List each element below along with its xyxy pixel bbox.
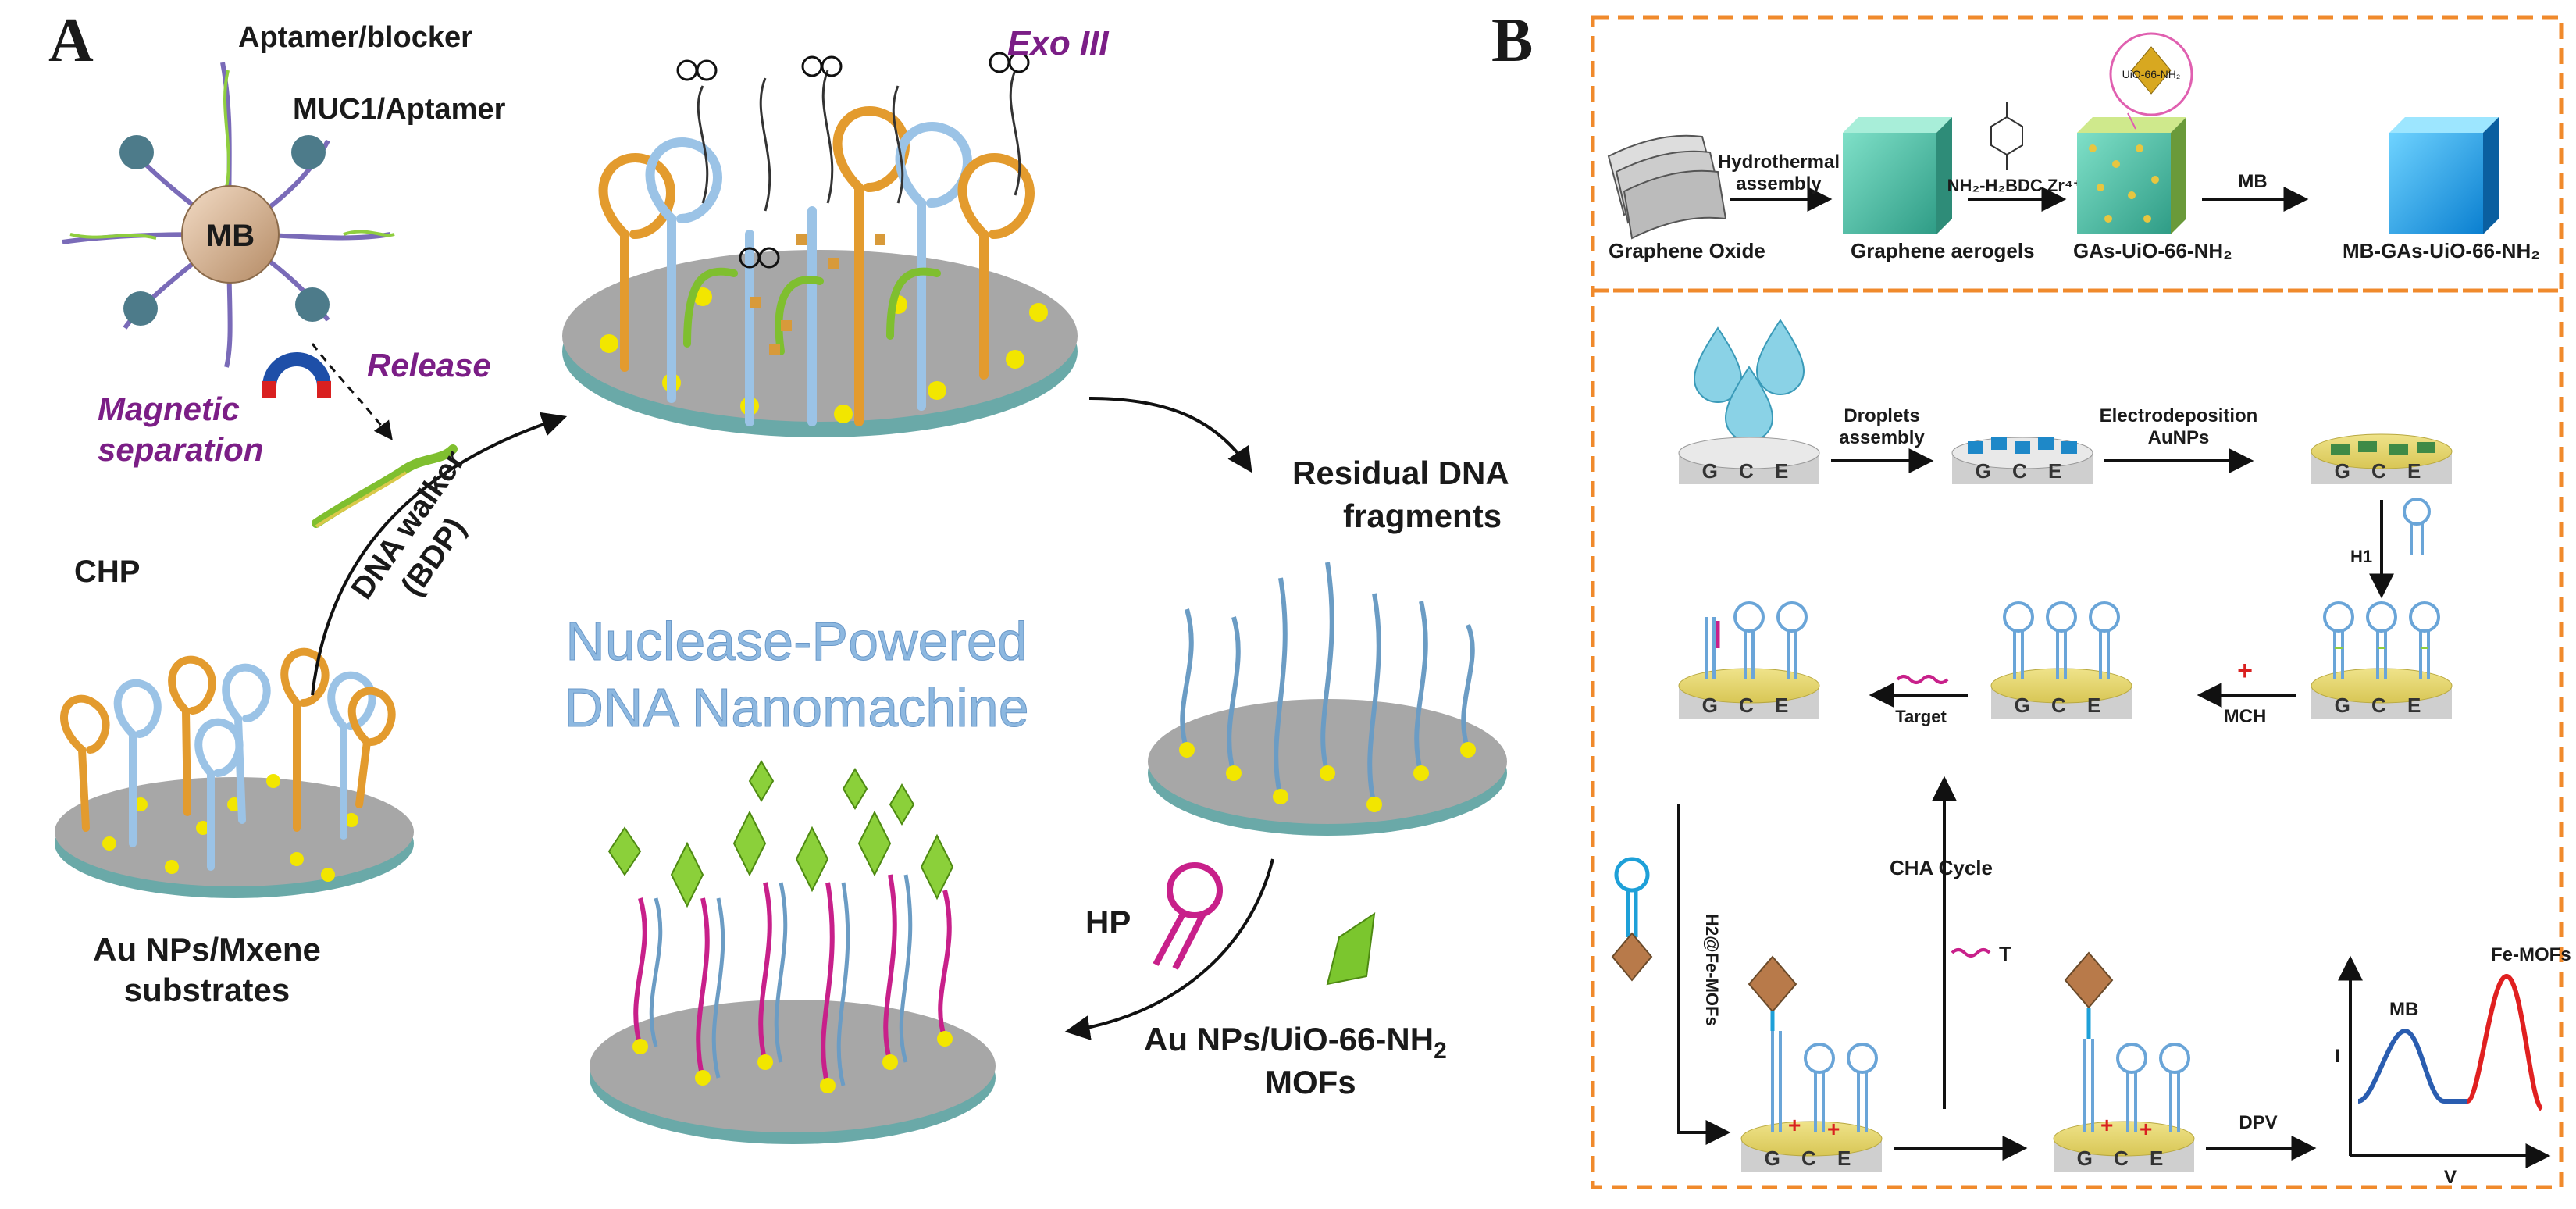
- panel-b-letter: B: [1491, 6, 1533, 75]
- target-label: Target: [1895, 707, 1947, 726]
- electro-label-1: Electrodeposition: [2100, 405, 2258, 426]
- gce-target: [1678, 601, 1820, 719]
- nuclease-title-2: DNA Nanomachine: [564, 677, 1028, 738]
- aerogel-cube: [1843, 117, 1952, 234]
- svg-text:+: +: [1788, 1113, 1801, 1137]
- fe-mofs-peak: [2466, 973, 2544, 1111]
- mch-plus-icon: +: [2237, 656, 2253, 686]
- release-label: Release: [367, 347, 491, 383]
- uio-octahedron-icon: [2131, 46, 2172, 95]
- hydrothermal-label-2: assembly: [1736, 173, 1822, 194]
- exo-electrode: [562, 52, 1078, 437]
- gce-cha-1: ++: [1740, 955, 1883, 1172]
- gce-label-7: G C E: [1765, 1147, 1859, 1170]
- gce-mch: [1990, 601, 2132, 719]
- gce-label-2: G C E: [1976, 459, 2070, 483]
- t-strand-icon: [1951, 948, 1991, 958]
- hp-arrow: [1064, 858, 1274, 1040]
- mb-gas-label: MB-GAs-UiO-66-NH₂: [2343, 239, 2540, 262]
- nuclease-title-1: Nuclease-Powered: [565, 611, 1027, 672]
- muc1-aptamer-label: MUC1/Aptamer: [293, 93, 506, 126]
- gas-uio-label: GAs-UiO-66-NH₂: [2073, 239, 2232, 262]
- cha-cycle-label: CHA Cycle: [1890, 856, 1993, 879]
- released-strand: [312, 444, 458, 528]
- panel-b-bottom-box: [1591, 288, 2564, 1189]
- aptamer-blocker-label: Aptamer/blocker: [238, 21, 472, 54]
- target-strand-icon: [1896, 675, 1949, 684]
- mb-peak: [2357, 1028, 2467, 1104]
- t-label: T: [1999, 942, 2011, 965]
- residual-electrode: [1148, 562, 1507, 836]
- mofs-label-1: Au NPs/UiO-66-NH2: [1144, 1021, 1447, 1064]
- gce-label-8: G C E: [2077, 1147, 2172, 1170]
- h1-hairpin-icon: [2403, 498, 2431, 555]
- h2-probe-icon: [1611, 857, 1653, 982]
- gce-label-6: G C E: [1702, 694, 1797, 717]
- dna-walker-arrow: [311, 412, 568, 696]
- h2-loop-arrow: [1677, 804, 1731, 1145]
- gce-bare: [1678, 437, 1820, 484]
- magnetic-label: Magnetic: [98, 391, 240, 427]
- dpv-plot: [2338, 955, 2551, 1168]
- axis-v-label: V: [2444, 1167, 2457, 1188]
- exo-label: Exo III: [1007, 24, 1109, 62]
- scissors-icons: [676, 52, 1030, 269]
- droplets-label-1: Droplets: [1844, 405, 1919, 426]
- au-mxene-substrate: [55, 647, 414, 898]
- gce-label-4: G C E: [2335, 694, 2429, 717]
- to-residual-arrow: [1088, 397, 1252, 473]
- mch-label: MCH: [2224, 706, 2267, 727]
- gce-aunps: [2311, 433, 2453, 484]
- gce-cha-2: ++: [2053, 951, 2195, 1172]
- gce-label-3: G C E: [2335, 459, 2429, 483]
- axis-i-label: I: [2335, 1046, 2340, 1067]
- h2bdc-structure-icon: [1990, 102, 2023, 170]
- mb-label: MB: [206, 219, 255, 253]
- plot-fe-label: Fe-MOFs: [2491, 944, 2571, 965]
- h1-label: H1: [2350, 547, 2372, 566]
- dpv-label: DPV: [2239, 1112, 2277, 1133]
- substrate-label-1: Au NPs/Mxene: [93, 931, 321, 968]
- chp-label: CHP: [74, 555, 140, 589]
- gas-uio-cube: [2077, 117, 2186, 234]
- graphene-oxide-label: Graphene Oxide: [1609, 239, 1765, 262]
- graphene-aerogels-label: Graphene aerogels: [1851, 239, 2035, 262]
- hp-label: HP: [1085, 904, 1131, 940]
- hydrothermal-label-1: Hydrothermal: [1718, 152, 1840, 173]
- mb-step-label: MB: [2238, 171, 2267, 192]
- residual-label-1: Residual DNA: [1292, 455, 1509, 491]
- svg-text:+: +: [1827, 1117, 1840, 1141]
- mb-bead-group: MB: [62, 62, 395, 368]
- mof-octahedron-icon: [1326, 911, 1376, 986]
- svg-text:+: +: [2140, 1117, 2152, 1141]
- electro-label-2: AuNPs: [2148, 427, 2210, 448]
- h2-fe-mofs-label: H2@Fe-MOFs: [1702, 914, 1722, 1026]
- plot-mb-label: MB: [2389, 999, 2418, 1020]
- separation-label: separation: [98, 431, 263, 468]
- mofs-electrode: [590, 760, 996, 1144]
- graphene-oxide-sheets: [1607, 134, 1727, 240]
- nh2-h2bdc-label: NH₂-H₂BDC Zr⁴⁺: [1947, 176, 2083, 195]
- substrate-label-2: substrates: [124, 972, 290, 1008]
- gce-droplets: [1951, 437, 2093, 484]
- gce-label-5: G C E: [2015, 694, 2109, 717]
- mb-bead: [181, 185, 280, 284]
- uio-zoom-label: UiO-66-NH₂: [2122, 68, 2181, 80]
- gce-h1: [2311, 601, 2453, 719]
- svg-text:+: +: [2100, 1113, 2113, 1137]
- residual-label-2: fragments: [1343, 498, 1502, 534]
- panel-a-letter: A: [48, 6, 94, 75]
- release-arrow: [311, 343, 393, 440]
- mb-gas-cube: [2389, 117, 2499, 234]
- magnet-icon: [262, 352, 331, 398]
- droplets-icon: [1693, 319, 1805, 442]
- gce-label-1: G C E: [1702, 459, 1797, 483]
- mofs-label-2: MOFs: [1265, 1064, 1356, 1100]
- hairpin-icon: [1153, 862, 1223, 970]
- droplets-label-2: assembly: [1839, 427, 1925, 448]
